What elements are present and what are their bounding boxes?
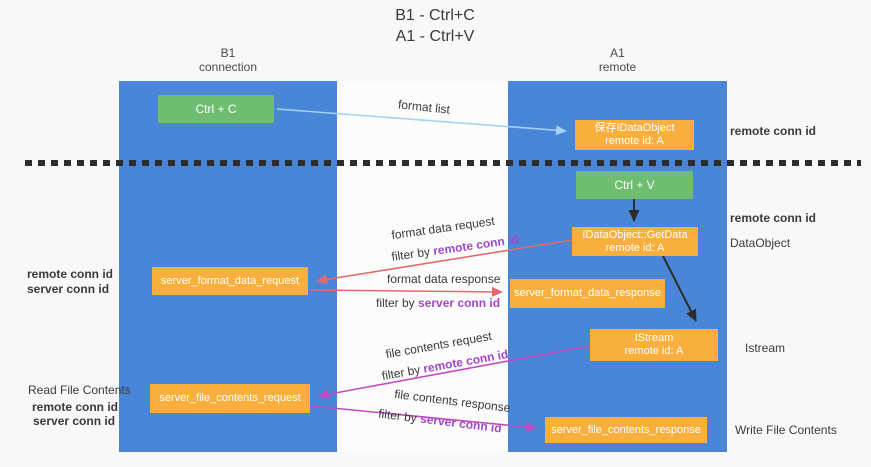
- server-format-data-response-label: server_format_data_response: [514, 287, 661, 299]
- page-title: B1 - Ctrl+C A1 - Ctrl+V: [300, 5, 570, 47]
- node-idataobject-getdata: IDataObject::GetData remote id: A: [572, 227, 698, 256]
- title-line-2: A1 - Ctrl+V: [395, 28, 475, 45]
- node-server-file-contents-response: server_file_contents_response: [545, 417, 707, 443]
- node-istream: IStream remote id: A: [590, 329, 718, 361]
- title-line-1: B1 - Ctrl+C: [395, 7, 475, 24]
- label-filter-by-server-1: filter by server conn id: [376, 296, 500, 310]
- lane-b1-subtitle: connection: [198, 60, 258, 74]
- server-conn-id-text: server conn id: [418, 296, 501, 310]
- lane-header-a1: A1 remote: [508, 46, 727, 74]
- node-server-format-data-response: server_format_data_response: [510, 279, 665, 308]
- save-idataobject-line2: remote id: A: [605, 135, 664, 147]
- node-ctrl-c: Ctrl + C: [158, 95, 274, 123]
- right-remote-conn-id-mid: remote conn id: [730, 211, 817, 225]
- dashed-separator-line: [25, 160, 861, 166]
- left-remote-conn-id-1: remote conn id: [27, 267, 114, 281]
- ctrl-c-label: Ctrl + C: [195, 101, 237, 116]
- ctrl-v-label: Ctrl + V: [614, 177, 655, 192]
- filter-by-text: filter by: [376, 296, 415, 310]
- getdata-line2: remote id: A: [605, 241, 665, 254]
- lane-a1-subtitle: remote: [598, 60, 637, 74]
- label-format-data-response: format data response: [387, 272, 501, 286]
- left-read-file-contents-label: Read File Contents: [28, 383, 131, 397]
- server-format-data-request-label: server_format_data_request: [160, 274, 300, 287]
- right-write-file-contents-label: Write File Contents: [735, 423, 837, 437]
- left-remote-conn-id-2: remote conn id: [32, 400, 119, 414]
- save-idataobject-line1: 保存IDataObject: [594, 122, 675, 134]
- node-server-file-contents-request: server_file_contents_request: [150, 384, 310, 413]
- right-remote-conn-id-top: remote conn id: [730, 124, 817, 138]
- right-istream-label: Istream: [745, 341, 786, 355]
- node-save-idataobject: 保存IDataObject remote id: A: [575, 120, 694, 150]
- node-server-format-data-request: server_format_data_request: [152, 267, 308, 295]
- left-server-conn-id-2: server conn id: [33, 414, 116, 428]
- node-ctrl-v: Ctrl + V: [576, 171, 693, 199]
- server-file-contents-request-label: server_file_contents_request: [159, 392, 301, 404]
- getdata-line1: IDataObject::GetData: [582, 228, 688, 241]
- lane-header-b1: B1 connection: [119, 46, 337, 74]
- lane-b1-name: B1: [220, 46, 236, 60]
- left-server-conn-id-1: server conn id: [27, 282, 110, 296]
- server-file-contents-response-label: server_file_contents_response: [551, 423, 701, 436]
- right-dataobject-label: DataObject: [730, 236, 791, 250]
- istream-line2: remote id: A: [624, 345, 684, 357]
- istream-line1: IStream: [634, 332, 674, 344]
- lane-a1-name: A1: [610, 46, 625, 60]
